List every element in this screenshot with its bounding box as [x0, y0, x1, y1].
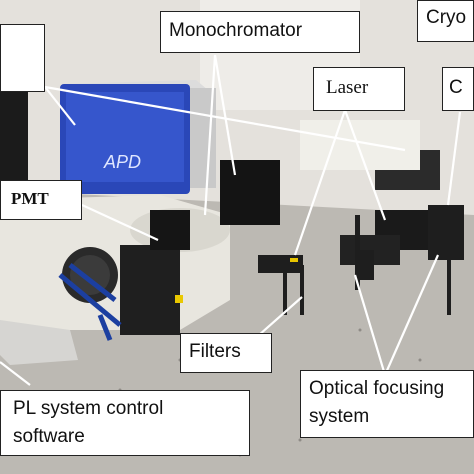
apd-detector: [60, 80, 216, 194]
pl-software-line1: PL system control: [13, 398, 164, 419]
dark-enclosure: [220, 160, 280, 225]
callout-laser: Laser: [313, 67, 405, 111]
callout-filters: Filters: [180, 333, 272, 373]
filter-yellow-mark: [290, 258, 298, 262]
filters-label: Filters: [189, 341, 241, 362]
callout-optical-focusing: Optical focusing system: [300, 370, 474, 438]
callout-blank-topleft: [0, 24, 45, 92]
right-partial-label: C: [449, 77, 463, 98]
apd-logo: APD: [103, 152, 141, 172]
callout-monochromator: Monochromator: [160, 11, 360, 53]
pl-software-line2: software: [13, 426, 85, 447]
software-box: [0, 320, 78, 365]
callout-arrows: [0, 54, 462, 386]
cryostat-label: Cryo: [426, 7, 467, 28]
blue-clamps: [58, 263, 122, 341]
callout-right-partial: C: [442, 67, 474, 111]
optical-focusing-line1: Optical focusing: [309, 378, 445, 399]
laser-label: Laser: [326, 77, 369, 98]
optical-posts: [258, 205, 464, 315]
callout-pl-software: PL system control software: [0, 390, 250, 456]
monochromator-label: Monochromator: [169, 20, 303, 41]
boxes-background: [300, 120, 420, 170]
optical-focusing-line2: system: [309, 406, 370, 427]
callout-cryostat: Cryo: [417, 0, 474, 42]
pmt-label: PMT: [11, 189, 49, 208]
callout-pmt: PMT: [0, 180, 82, 220]
monochromator-housing: [0, 195, 230, 335]
monitor: [0, 85, 28, 185]
